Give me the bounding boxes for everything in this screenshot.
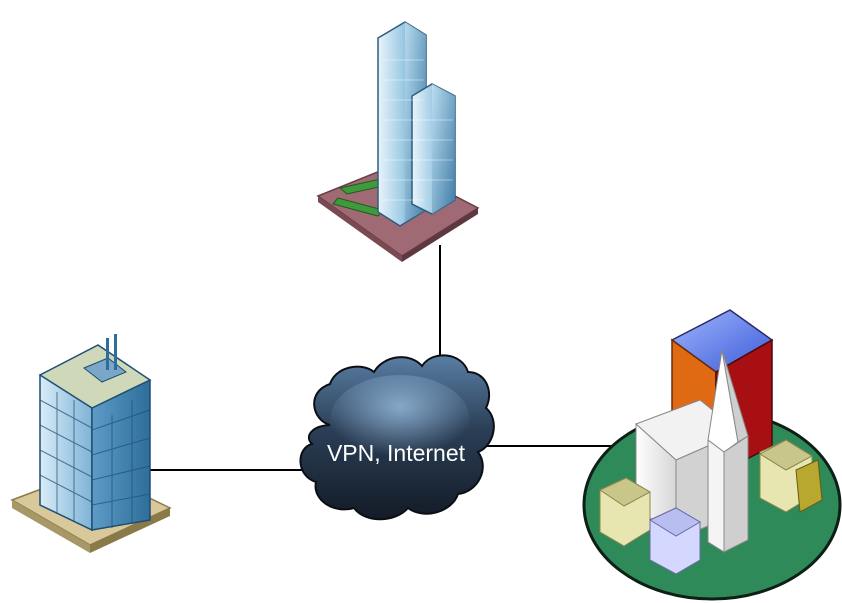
cloud-icon: VPN, Internet bbox=[299, 354, 495, 521]
cloud-label: VPN, Internet bbox=[327, 440, 466, 466]
church-campus-icon bbox=[582, 309, 842, 601]
office-building-icon bbox=[10, 334, 172, 553]
skyscraper-icon bbox=[316, 21, 480, 262]
